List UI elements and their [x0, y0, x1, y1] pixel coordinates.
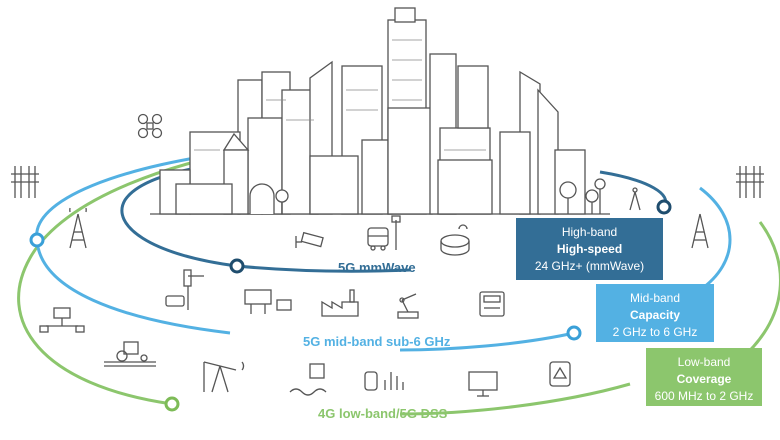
low-band-callout-subtitle: Coverage [676, 372, 732, 386]
mid-band-dot-2 [566, 325, 582, 341]
mid-band-callout: Mid-band Capacity 2 GHz to 6 GHz [596, 284, 714, 342]
low-band-dot [164, 396, 180, 412]
security-camera-icon [295, 231, 324, 248]
mid-band-ring-label: 5G mid-band sub-6 GHz [303, 334, 451, 349]
high-band-callout-title: High-band [561, 225, 618, 239]
low-band-callout: Low-band Coverage 600 MHz to 2 GHz [646, 348, 762, 406]
smart-meter-icon [364, 371, 404, 391]
high-band-ring-label: 5G mmWave [338, 260, 416, 275]
low-band-ring-label: 4G low-band/5G DSS [318, 406, 448, 421]
oil-pump-icon [203, 361, 245, 393]
cell-tower-icon [629, 187, 641, 211]
low-band-ring [17, 140, 780, 416]
stadium-icon [440, 224, 470, 256]
traffic-light-car-icon [165, 269, 204, 310]
low-band-callout-title: Low-band [677, 355, 731, 369]
mid-band-dot [29, 232, 45, 248]
bus-stop-icon [367, 215, 401, 251]
high-band-callout-frequency: 24 GHz+ (mmWave) [534, 259, 645, 273]
high-band-dot [229, 258, 245, 274]
network-devices-icon [39, 307, 85, 333]
cell-tower-icon [691, 213, 709, 249]
cell-tower-icon [69, 207, 87, 249]
high-band-callout: High-band High-speed 24 GHz+ (mmWave) [516, 218, 663, 280]
high-band-dot-2 [656, 199, 672, 215]
factory-icon [321, 289, 359, 317]
phone-alert-icon [549, 361, 571, 387]
low-band-callout-frequency: 600 MHz to 2 GHz [654, 389, 754, 403]
city-skyline-illustration [150, 7, 610, 215]
cash-register-icon [479, 291, 505, 317]
billboard-icon [244, 289, 292, 314]
high-band-callout-subtitle: High-speed [556, 242, 623, 256]
monitor-alert-icon [468, 371, 498, 397]
robot-arm-icon [397, 293, 419, 319]
drone-icon [137, 113, 163, 139]
mid-band-callout-subtitle: Capacity [629, 308, 681, 322]
water-treatment-icon [289, 363, 327, 396]
antenna-array-icon [11, 166, 39, 198]
tractor-icon [104, 341, 156, 367]
mid-band-callout-frequency: 2 GHz to 6 GHz [612, 325, 698, 339]
antenna-array-icon [736, 166, 764, 198]
mid-band-callout-title: Mid-band [629, 291, 681, 305]
